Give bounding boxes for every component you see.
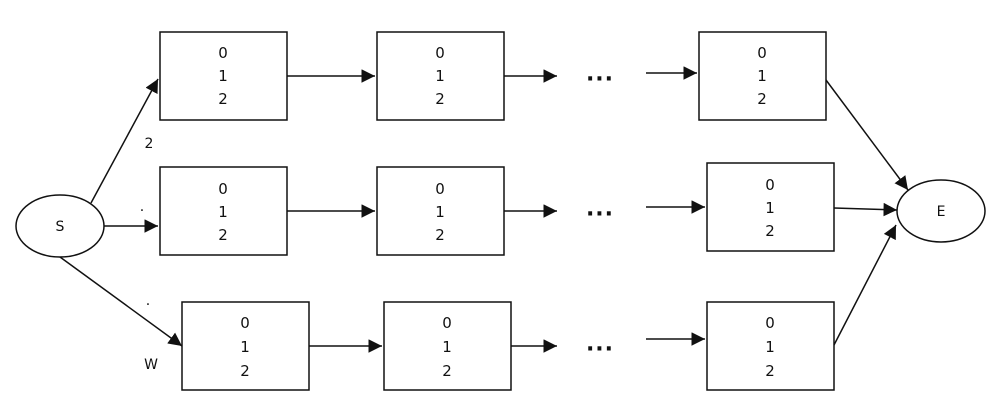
- row3-ellipsis: ···: [586, 337, 614, 362]
- row1-box3-value-1: 1: [757, 67, 767, 85]
- row1-box1-value-1: 1: [218, 67, 228, 85]
- row1-box2-value-1: 1: [435, 67, 445, 85]
- row3-box1-value-2: 2: [240, 362, 250, 380]
- row3-box3-value-2: 2: [765, 362, 775, 380]
- edge-row3-to-e: [833, 224, 897, 346]
- row3-box3-value-1: 1: [765, 338, 775, 356]
- row1-box3-value-0: 0: [757, 44, 767, 62]
- row1-box1: [159, 31, 288, 121]
- row2-box3-value-1: 1: [765, 199, 775, 217]
- row2-box2-value-2: 2: [435, 226, 445, 244]
- edge-label-row3: W: [144, 357, 158, 373]
- row2-box2-value-1: 1: [435, 203, 445, 221]
- edge-label-row2: .: [140, 199, 144, 215]
- row3-box3: [706, 301, 835, 391]
- row1-box2-value-0: 0: [435, 44, 445, 62]
- edge-s-row1: [90, 78, 159, 204]
- edge-s-row3: [59, 256, 183, 347]
- row3-box2-value-2: 2: [442, 362, 452, 380]
- end-node-label: E: [937, 204, 946, 220]
- row3-box3-value-0: 0: [765, 314, 775, 332]
- stray-dot-mark: .: [146, 293, 150, 309]
- row2-box3-value-2: 2: [765, 222, 775, 240]
- row1-box1-value-0: 0: [218, 44, 228, 62]
- edge-row1-to-e: [825, 79, 909, 191]
- row1-box2-value-2: 2: [435, 90, 445, 108]
- row3-box2-value-1: 1: [442, 338, 452, 356]
- edge-row2-to-e: [833, 202, 898, 217]
- start-node-label: S: [56, 219, 65, 235]
- row2-box1: [159, 166, 288, 256]
- edge-label-row1: 2: [145, 136, 154, 152]
- row2-box1-value-1: 1: [218, 203, 228, 221]
- row1-box1-value-2: 2: [218, 90, 228, 108]
- row1-ellipsis: ···: [586, 67, 614, 92]
- row1-box3-value-2: 2: [757, 90, 767, 108]
- row1-box3: [698, 31, 827, 121]
- row3-box1-value-1: 1: [240, 338, 250, 356]
- row2-box2-value-0: 0: [435, 180, 445, 198]
- row3-box2-value-0: 0: [442, 314, 452, 332]
- row2-box1-value-0: 0: [218, 180, 228, 198]
- row2-box3: [706, 162, 835, 252]
- row2-ellipsis: ···: [586, 202, 614, 227]
- row3-box1-value-0: 0: [240, 314, 250, 332]
- row2-box3-value-0: 0: [765, 176, 775, 194]
- end-node: [896, 179, 986, 243]
- row3-box1: [181, 301, 310, 391]
- row2-box1-value-2: 2: [218, 226, 228, 244]
- row3-box2: [383, 301, 512, 391]
- row2-box2: [376, 166, 505, 256]
